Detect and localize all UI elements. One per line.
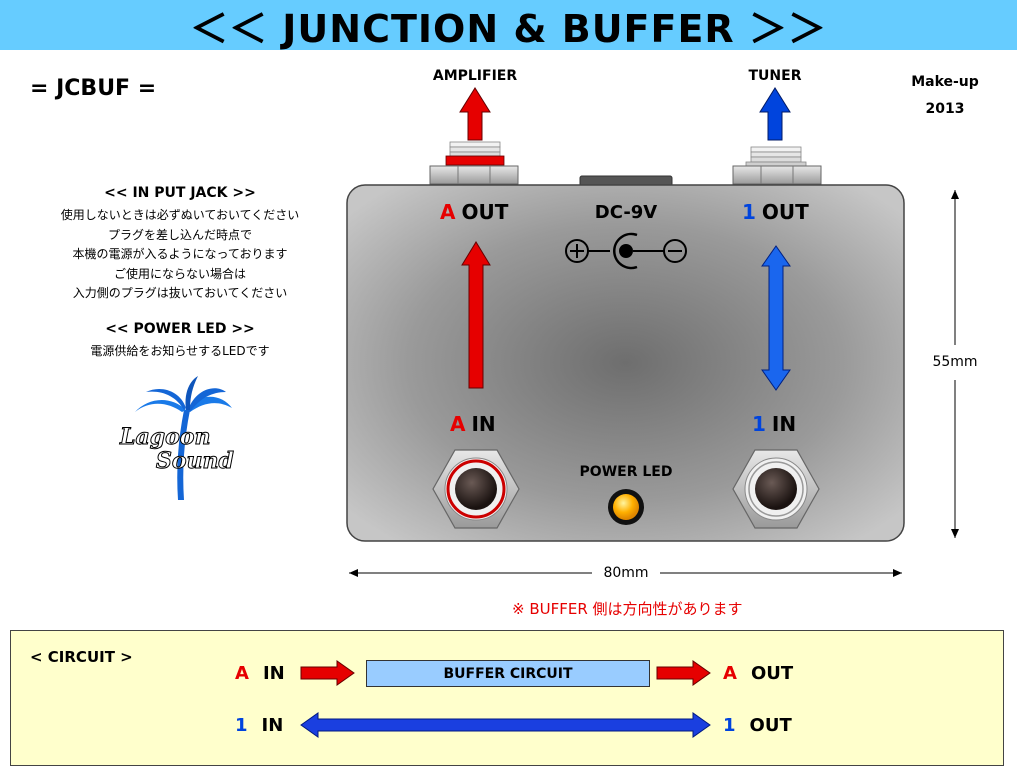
- circuit-a-in-label: A IN: [235, 663, 285, 684]
- amplifier-arrow-icon: [459, 87, 491, 141]
- one-in-text: IN: [771, 412, 797, 436]
- a-out-letter: A: [440, 200, 456, 224]
- tuner-plug: [732, 146, 822, 185]
- circuit-a-out-text: OUT: [750, 663, 794, 684]
- circuit-one-in-label: 1 IN: [235, 715, 283, 736]
- buffer-circuit-box: BUFFER CIRCUIT: [366, 660, 650, 687]
- power-led-note: 電源供給をお知らせするLEDです: [90, 344, 270, 358]
- one-in-jack: [732, 449, 820, 529]
- input-jack-notes: 使用しないときは必ずぬいておいてください プラグを差し込んだ時点で 本機の電源が…: [40, 206, 320, 304]
- logo-text-line2: Sound: [156, 448, 234, 474]
- makeup-label: Make-up: [911, 74, 979, 90]
- a-in-text: IN: [471, 412, 496, 436]
- a-in-jack: [432, 449, 520, 529]
- one-out-text: OUT: [761, 200, 809, 224]
- circuit-one-out-letter: 1: [723, 715, 736, 736]
- power-led-icon: [613, 494, 639, 520]
- circuit-a-in-text: IN: [262, 663, 285, 684]
- page-title: ＜＜ JUNCTION & BUFFER ＞＞: [190, 6, 827, 51]
- circuit-one-in-letter: 1: [235, 715, 248, 736]
- tuner-arrow-icon: [759, 87, 791, 141]
- input-jack-heading: << IN PUT JACK >>: [104, 185, 256, 201]
- circuit-one-out-label: 1 OUT: [723, 715, 792, 736]
- input-jack-note-line: 使用しないときは必ずぬいておいてください: [60, 208, 300, 222]
- palm-logo-icon: [135, 376, 232, 500]
- one-out-letter: 1: [742, 200, 756, 224]
- circuit-heading: < CIRCUIT >: [30, 648, 133, 666]
- input-jack-note-line: 本機の電源が入るようになっております: [72, 247, 288, 261]
- one-bidirectional-arrow-icon: [761, 245, 791, 391]
- model-code: = JCBUF =: [30, 76, 157, 101]
- input-jack-note-line: 入力側のプラグは抜いておいてください: [72, 286, 288, 300]
- circuit-panel: [10, 630, 1004, 766]
- a-in-letter: A: [450, 412, 466, 436]
- amplifier-label: AMPLIFIER: [432, 68, 518, 84]
- circuit-a-out-label: A OUT: [723, 663, 793, 684]
- tuner-label: TUNER: [748, 68, 802, 84]
- dc-polarity-icon: [565, 232, 687, 270]
- a-out-text: OUT: [461, 200, 509, 224]
- width-dimension-label: 80mm: [603, 565, 649, 581]
- one-in-letter: 1: [752, 412, 766, 436]
- dc-label: DC-9V: [594, 202, 658, 223]
- input-jack-note-line: ご使用にならない場合は: [113, 266, 246, 281]
- a-signal-arrow-icon: [461, 241, 491, 389]
- makeup-year: 2013: [925, 101, 965, 117]
- circuit-a-in-letter: A: [235, 663, 249, 684]
- input-jack-note-line: プラグを差し込んだ時点で: [107, 227, 252, 242]
- buffer-direction-note: ※ BUFFER 側は方向性があります: [512, 600, 743, 618]
- circuit-a-out-letter: A: [723, 663, 737, 684]
- pedal-body: [346, 184, 905, 542]
- circuit-one-out-text: OUT: [749, 715, 792, 736]
- power-led-heading: << POWER LED >>: [105, 321, 255, 337]
- circuit-one-in-text: IN: [261, 715, 284, 736]
- title-bar: ＜＜ JUNCTION & BUFFER ＞＞: [0, 0, 1017, 51]
- height-dimension-label: 55mm: [922, 354, 988, 370]
- amplifier-plug: [429, 141, 519, 185]
- logo-text-line1: Lagoon: [119, 424, 210, 450]
- power-led-label: POWER LED: [579, 464, 673, 480]
